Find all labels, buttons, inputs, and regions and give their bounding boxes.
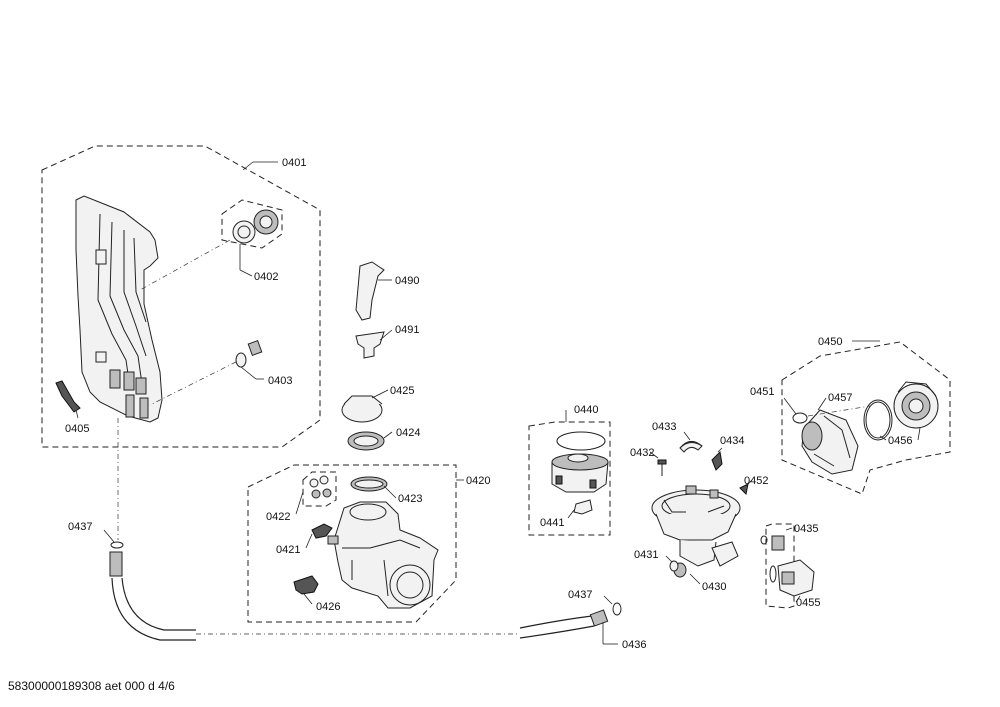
label-0434: 0434 [720,435,744,447]
label-0437-left: 0437 [68,521,92,533]
label-0403: 0403 [268,375,292,387]
label-0402: 0402 [254,271,278,283]
hose-left [103,418,196,641]
label-0456: 0456 [888,435,912,447]
part-0490-funnel [355,261,392,321]
label-0441: 0441 [540,517,564,529]
group-0450-circulation-pump [781,340,951,495]
label-0425: 0425 [390,385,414,397]
label-0432: 0432 [630,447,654,459]
group-0420-sump [247,464,464,623]
part-0435-fitting [760,523,795,609]
label-0426: 0426 [316,601,340,613]
label-0424: 0424 [396,427,420,439]
label-0405: 0405 [65,423,89,435]
label-0436: 0436 [622,639,646,651]
part-0424-ring [347,431,393,451]
label-0420: 0420 [466,475,490,487]
label-0431: 0431 [634,549,658,561]
label-0452: 0452 [744,475,768,487]
label-0401: 0401 [282,157,306,169]
part-0455-drain-pump [769,559,815,603]
label-0457: 0457 [828,392,852,404]
group-0401-side-panel [41,145,321,448]
label-0433: 0433 [652,421,676,433]
part-0430-pump-housing [649,431,753,585]
label-0440: 0440 [574,404,598,416]
part-0425-cap [341,389,389,423]
label-0451: 0451 [750,386,774,398]
part-0491-cup [355,329,393,359]
label-0421: 0421 [276,544,300,556]
label-0491: 0491 [395,324,419,336]
label-0422: 0422 [266,511,290,523]
label-0435: 0435 [794,523,818,535]
label-0437-right: 0437 [568,589,592,601]
label-0455: 0455 [796,597,820,609]
group-0440-spray-arm-hub [528,410,611,536]
label-0423: 0423 [398,493,422,505]
part-0403-fittings [235,340,264,380]
part-0402-seal-rings [221,199,283,277]
hose-right [519,595,622,645]
label-0430: 0430 [702,581,726,593]
label-0490: 0490 [395,275,419,287]
label-0450: 0450 [818,336,842,348]
document-id-footer: 58300000189308 aet 000 d 4/6 [8,679,175,693]
